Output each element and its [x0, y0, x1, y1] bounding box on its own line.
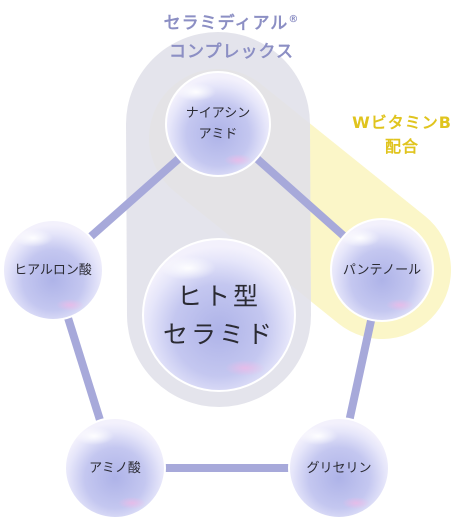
node-amino-acid-label: アミノ酸 [89, 461, 141, 476]
node-hyaluronic-acid: ヒアルロン酸 [3, 260, 103, 281]
complex-title: セラミディアル® コンプレックス [0, 6, 463, 66]
node-human-ceramide: ヒト型 セラミド [139, 278, 299, 354]
node-glycerin: グリセリン [289, 458, 389, 479]
sphere-amino-acid [64, 417, 166, 519]
node-human-ceramide-line1: ヒト型 [176, 282, 261, 311]
node-niacinamide-line2: アミド [198, 127, 238, 142]
sphere-niacinamide [165, 71, 271, 177]
vitamin-b-title-line2: 配合 [384, 137, 419, 156]
registered-mark: ® [288, 14, 300, 25]
sphere-glycerin [288, 417, 390, 519]
node-niacinamide-line1: ナイアシン [185, 106, 251, 121]
sphere-human-ceramide [142, 238, 296, 392]
node-glycerin-label: グリセリン [306, 461, 372, 476]
node-hyaluronic-acid-label: ヒアルロン酸 [14, 263, 92, 278]
vitamin-b-title-line1: WビタミンB [352, 113, 452, 132]
node-amino-acid: アミノ酸 [65, 458, 165, 479]
node-panthenol: パンテノール [332, 260, 432, 281]
node-niacinamide: ナイアシン アミド [168, 103, 268, 145]
sphere-hyaluronic-acid [2, 219, 104, 321]
complex-title-line2: コンプレックス [169, 41, 294, 62]
vitamin-b-title: WビタミンB 配合 [332, 111, 463, 159]
sphere-panthenol [330, 218, 434, 322]
node-panthenol-label: パンテノール [342, 263, 422, 278]
node-human-ceramide-line2: セラミド [162, 320, 275, 349]
complex-title-line1: セラミディアル [163, 13, 289, 34]
